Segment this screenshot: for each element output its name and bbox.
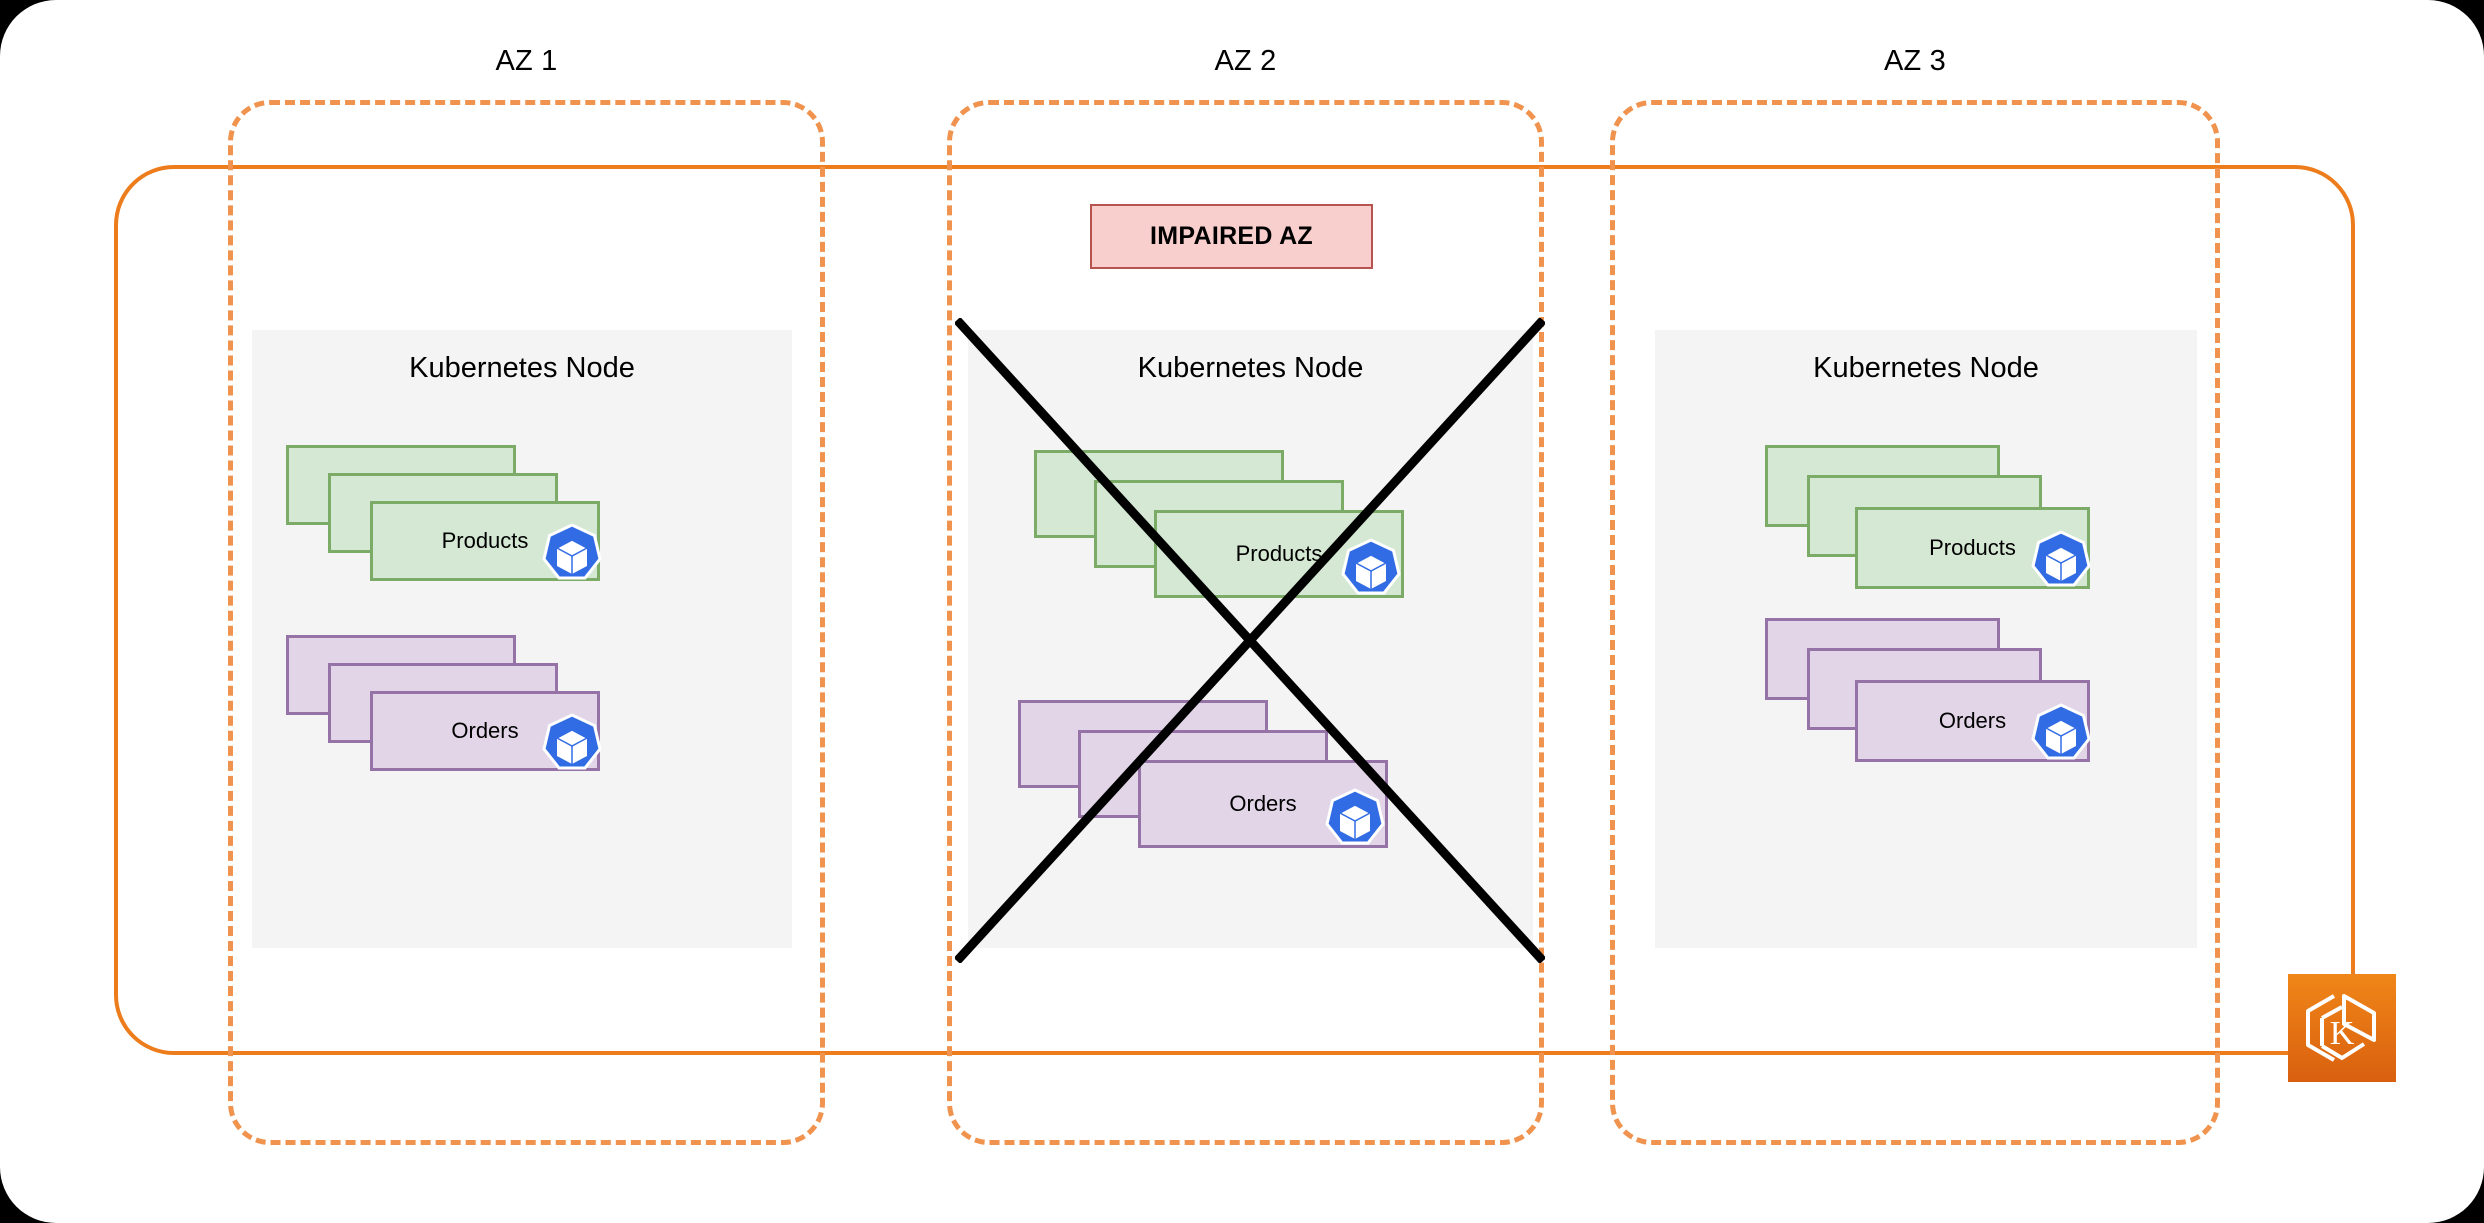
node-title-az-2: Kubernetes Node [1137, 352, 1364, 384]
pod-stack-orders-az-2: Orders [1018, 700, 1418, 850]
status-badge-impaired-az: IMPAIRED AZ [1090, 204, 1373, 269]
kubernetes-pod-icon [2029, 530, 2093, 594]
svg-text:K: K [2330, 1015, 2355, 1052]
pod-stack-products-az-3: Products [1765, 445, 2115, 590]
pod-label-orders-az-1: Orders [451, 718, 519, 743]
node-title-az-1: Kubernetes Node [409, 352, 635, 384]
pod-label-products-az-1: Products [441, 528, 529, 553]
kubernetes-pod-icon [1323, 788, 1387, 852]
availability-zone-az-1: AZ 1 [228, 45, 825, 1145]
pod-stack-orders-az-3: Orders [1765, 618, 2115, 763]
az-label-1: AZ 1 [495, 45, 558, 77]
kubernetes-node-az-2: Kubernetes Node Products [968, 330, 1533, 948]
kubernetes-node-az-3: Kubernetes Node Products [1655, 330, 2197, 948]
availability-zone-az-3: AZ 3 [1610, 45, 2220, 1145]
az-label-2: AZ 2 [1214, 45, 1277, 77]
amazon-eks-icon: K [2288, 974, 2396, 1082]
kubernetes-pod-icon [540, 713, 604, 777]
kubernetes-pod-icon [1339, 538, 1403, 602]
pod-label-products-az-3: Products [1929, 535, 2016, 560]
eks-cluster-boundary [114, 165, 2355, 1055]
pod-stack-products-az-1: Products [286, 445, 636, 585]
pod-stack-orders-az-1: Orders [286, 635, 636, 775]
kubernetes-node-az-1: Kubernetes Node Products [252, 330, 792, 948]
kubernetes-pod-icon [2029, 703, 2093, 767]
az-label-3: AZ 3 [1883, 45, 1947, 77]
kubernetes-pod-icon [540, 523, 604, 587]
pod-stack-products-az-2: Products [1034, 450, 1434, 600]
node-title-az-3: Kubernetes Node [1813, 352, 2039, 384]
pod-label-orders-az-3: Orders [1938, 708, 2007, 733]
